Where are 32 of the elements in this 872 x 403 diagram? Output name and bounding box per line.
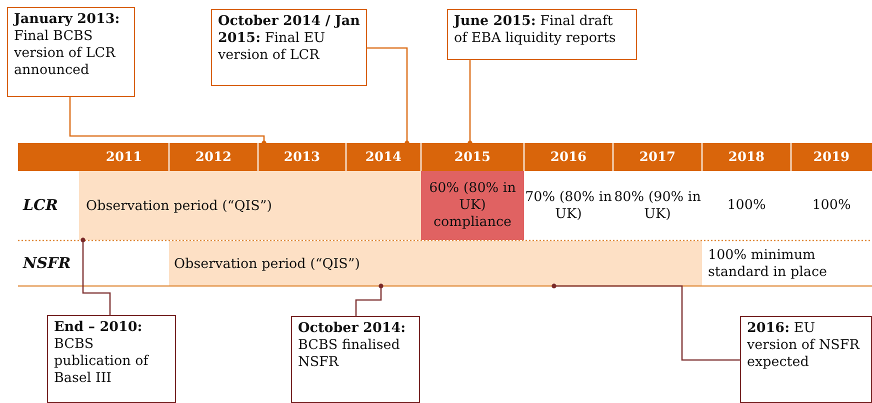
year-label: 2013 xyxy=(284,148,320,166)
callout-box: 2016: EU version of NSFR expected xyxy=(740,316,872,403)
table-cell-text: 70% (80% in UK) xyxy=(524,188,613,222)
callout-box: June 2015: Final draft of EBA liquidity reports xyxy=(447,9,637,60)
callout-box: End – 2010: BCBS publication of Basel III xyxy=(47,315,176,403)
table-cell-text: 100% xyxy=(812,197,851,214)
leader-line xyxy=(69,97,266,146)
leader-line xyxy=(552,284,740,361)
table-cell-text: 100% xyxy=(727,197,766,214)
table-cell-text: 80% (90% in UK) xyxy=(613,188,702,222)
year-label: 2011 xyxy=(106,148,142,166)
leader-line xyxy=(367,47,410,146)
leader-line xyxy=(468,60,472,146)
year-label: 2016 xyxy=(550,148,587,166)
callout-box: October 2014 / Jan 2015: Final EU version of LCR xyxy=(211,9,367,86)
observation-band: Observation period (“QIS”) xyxy=(169,241,702,286)
year-label: 2017 xyxy=(639,148,676,166)
table-cell-text: 100% minimum standard in place xyxy=(708,246,828,280)
year-label: 2012 xyxy=(195,148,232,166)
callout-box: January 2013: Final BCBS version of LCR announced xyxy=(7,7,135,97)
row-label: NSFR xyxy=(23,255,71,272)
compliance-cell: 60% (80% in UK) compliance xyxy=(421,171,524,240)
year-label: 2014 xyxy=(365,148,402,166)
year-label: 2019 xyxy=(813,148,850,166)
leader-line xyxy=(355,284,384,316)
leader-line xyxy=(80,238,111,315)
callout-box: October 2014: BCBS finalised NSFR xyxy=(291,316,420,403)
observation-band: Observation period (“QIS”) xyxy=(79,171,421,240)
year-label: 2018 xyxy=(728,148,765,166)
header-bar xyxy=(18,143,872,171)
row-label: LCR xyxy=(23,197,58,214)
year-label: 2015 xyxy=(454,148,491,166)
